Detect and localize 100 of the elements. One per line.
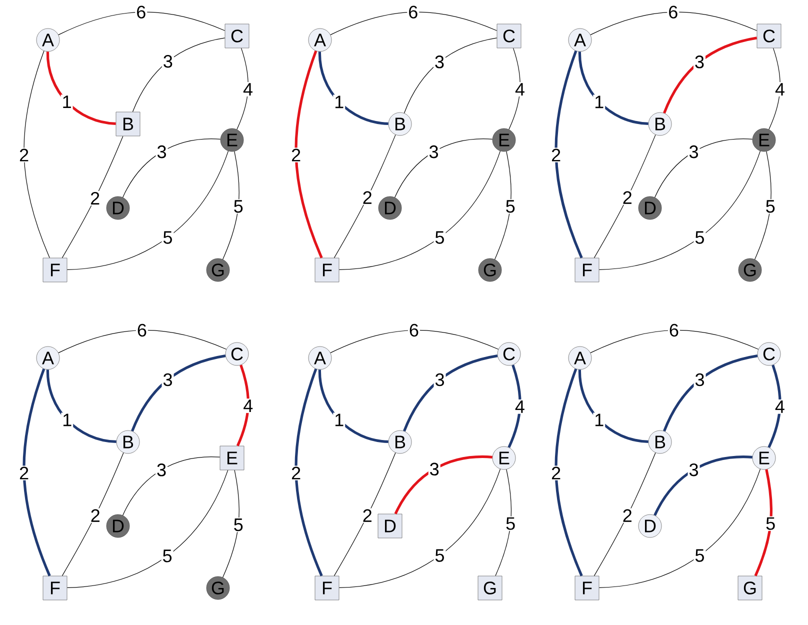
edge-line [394, 138, 493, 198]
edge-label: 5 [504, 516, 517, 531]
edge-label: 1 [60, 94, 73, 110]
edge-line [495, 469, 512, 576]
edge-line [318, 52, 388, 125]
edge-line [594, 134, 656, 258]
edge-label: 1 [333, 412, 346, 428]
node-square: F [574, 258, 600, 282]
edge-line [58, 12, 226, 36]
edge-line [132, 38, 226, 112]
edge-line [768, 48, 780, 130]
edge-label: 2 [89, 190, 102, 206]
edge-label: 5 [232, 199, 244, 214]
edge-label: 5 [232, 518, 244, 532]
edge-line [598, 150, 761, 270]
edge-line [403, 354, 498, 432]
node-square: F [314, 258, 340, 282]
edge-line [122, 456, 220, 516]
edge-line [318, 370, 388, 443]
edge-line [62, 136, 124, 258]
edge-line [330, 12, 498, 36]
edge-line [594, 452, 656, 576]
edge-label: 1 [61, 412, 74, 428]
edge-label: 3 [156, 462, 168, 478]
node-square: G [738, 576, 762, 600]
edge-label: 1 [593, 94, 606, 110]
edge-label: 5 [434, 548, 446, 563]
edge-line [294, 50, 323, 258]
edge-line [338, 150, 501, 270]
edge-label: 5 [434, 230, 446, 245]
edge-line [222, 470, 240, 578]
edge-line [46, 370, 116, 443]
edge-label: 3 [693, 54, 706, 70]
edge-label: 2 [290, 148, 302, 162]
edge-line [508, 48, 520, 130]
edge-line [590, 12, 758, 36]
edge-line [62, 452, 124, 576]
node-square: C [756, 24, 782, 48]
edge-line [663, 354, 758, 432]
node-square: E [220, 446, 244, 470]
edge-label: 5 [162, 230, 174, 245]
node-square: F [42, 258, 68, 282]
edge-line [590, 330, 759, 354]
edge-line [236, 48, 248, 130]
edge-label: 4 [242, 82, 254, 96]
node-square: G [478, 576, 502, 600]
edge-label: 5 [161, 548, 174, 564]
edge-label: 2 [550, 148, 562, 162]
edge-line [294, 368, 323, 576]
edge-line [554, 50, 583, 258]
edge-label: 2 [18, 148, 30, 162]
edge-line [598, 468, 761, 588]
edge-line [122, 138, 221, 198]
node-square: C [496, 24, 522, 48]
edge-line [654, 138, 753, 198]
edge-line [494, 151, 512, 260]
edge-label: 6 [407, 4, 420, 20]
edge-label: 1 [593, 412, 606, 428]
node-square: F [314, 576, 340, 600]
edge-line [754, 151, 772, 260]
edge-label: 5 [694, 230, 706, 245]
edge-line [66, 150, 229, 270]
edge-line [404, 38, 498, 114]
edge-line [330, 330, 499, 354]
edge-label: 4 [242, 398, 254, 413]
edge-label: 6 [135, 4, 148, 20]
edge-line [24, 50, 50, 258]
edge-line [394, 455, 492, 514]
node-square: F [574, 576, 600, 600]
edge-label: 5 [694, 548, 706, 563]
edge-line [654, 456, 752, 516]
edge-line [508, 364, 522, 448]
edge-line [663, 36, 758, 114]
edge-label: 2 [550, 466, 562, 480]
edge-label: 5 [764, 516, 777, 531]
edge-label: 6 [667, 4, 680, 20]
edge-line [131, 354, 226, 432]
edge-label: 3 [433, 54, 446, 70]
node-square: B [116, 112, 140, 136]
node-square: F [42, 576, 68, 600]
edge-line [334, 134, 396, 258]
edge-line [754, 469, 773, 576]
edge-line [58, 330, 227, 354]
edge-label: 5 [504, 199, 516, 214]
edge-label: 5 [764, 199, 776, 214]
edge-label: 1 [333, 94, 346, 110]
edge-label: 4 [514, 82, 526, 96]
edge-label: 2 [290, 466, 302, 480]
edge-line [768, 364, 782, 448]
edge-label: 2 [18, 466, 30, 480]
edge-label: 4 [774, 82, 786, 96]
edge-line [222, 151, 240, 260]
edge-line [578, 52, 648, 125]
edge-line [46, 52, 116, 125]
edge-line [66, 470, 228, 588]
edge-line [334, 452, 396, 576]
edge-line [22, 368, 51, 576]
edge-line [338, 468, 501, 588]
edge-line [236, 364, 250, 446]
node-square: C [224, 24, 250, 48]
